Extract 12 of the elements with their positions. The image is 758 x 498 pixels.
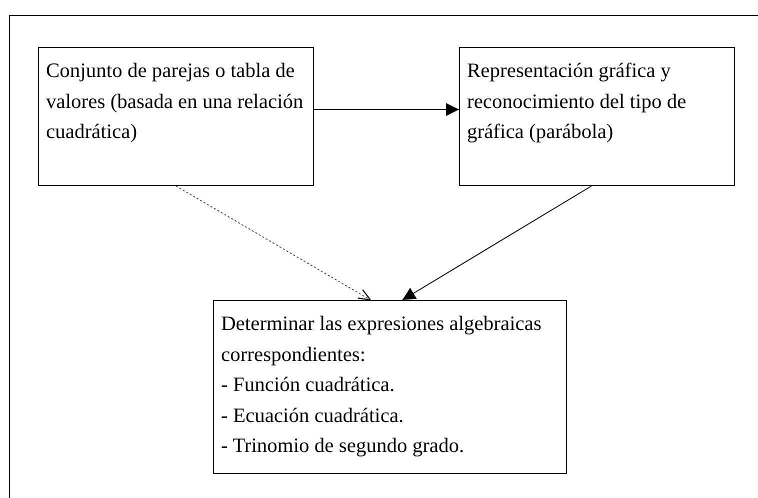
- box-text: Conjunto de parejas o tabla de valores (basada en una relación cuadrática): [46, 59, 304, 145]
- dashed-arrow: [176, 186, 372, 301]
- arrow: [314, 103, 460, 116]
- process-box: [213, 300, 567, 474]
- box-text: Representación gráfica y reconocimiento del tipo de gráfica (parábola): [467, 59, 688, 145]
- process-box: [38, 47, 314, 186]
- box-text: - Trinomio de segundo grado.: [221, 434, 466, 459]
- process-box: [459, 47, 735, 186]
- box-text: - Ecuación cuadrática.: [221, 404, 405, 428]
- box-text: - Función cuadrática.: [221, 373, 396, 398]
- box-text: Determinar las expresiones algebraicas correspondientes:: [221, 312, 542, 368]
- arrow: [402, 186, 592, 300]
